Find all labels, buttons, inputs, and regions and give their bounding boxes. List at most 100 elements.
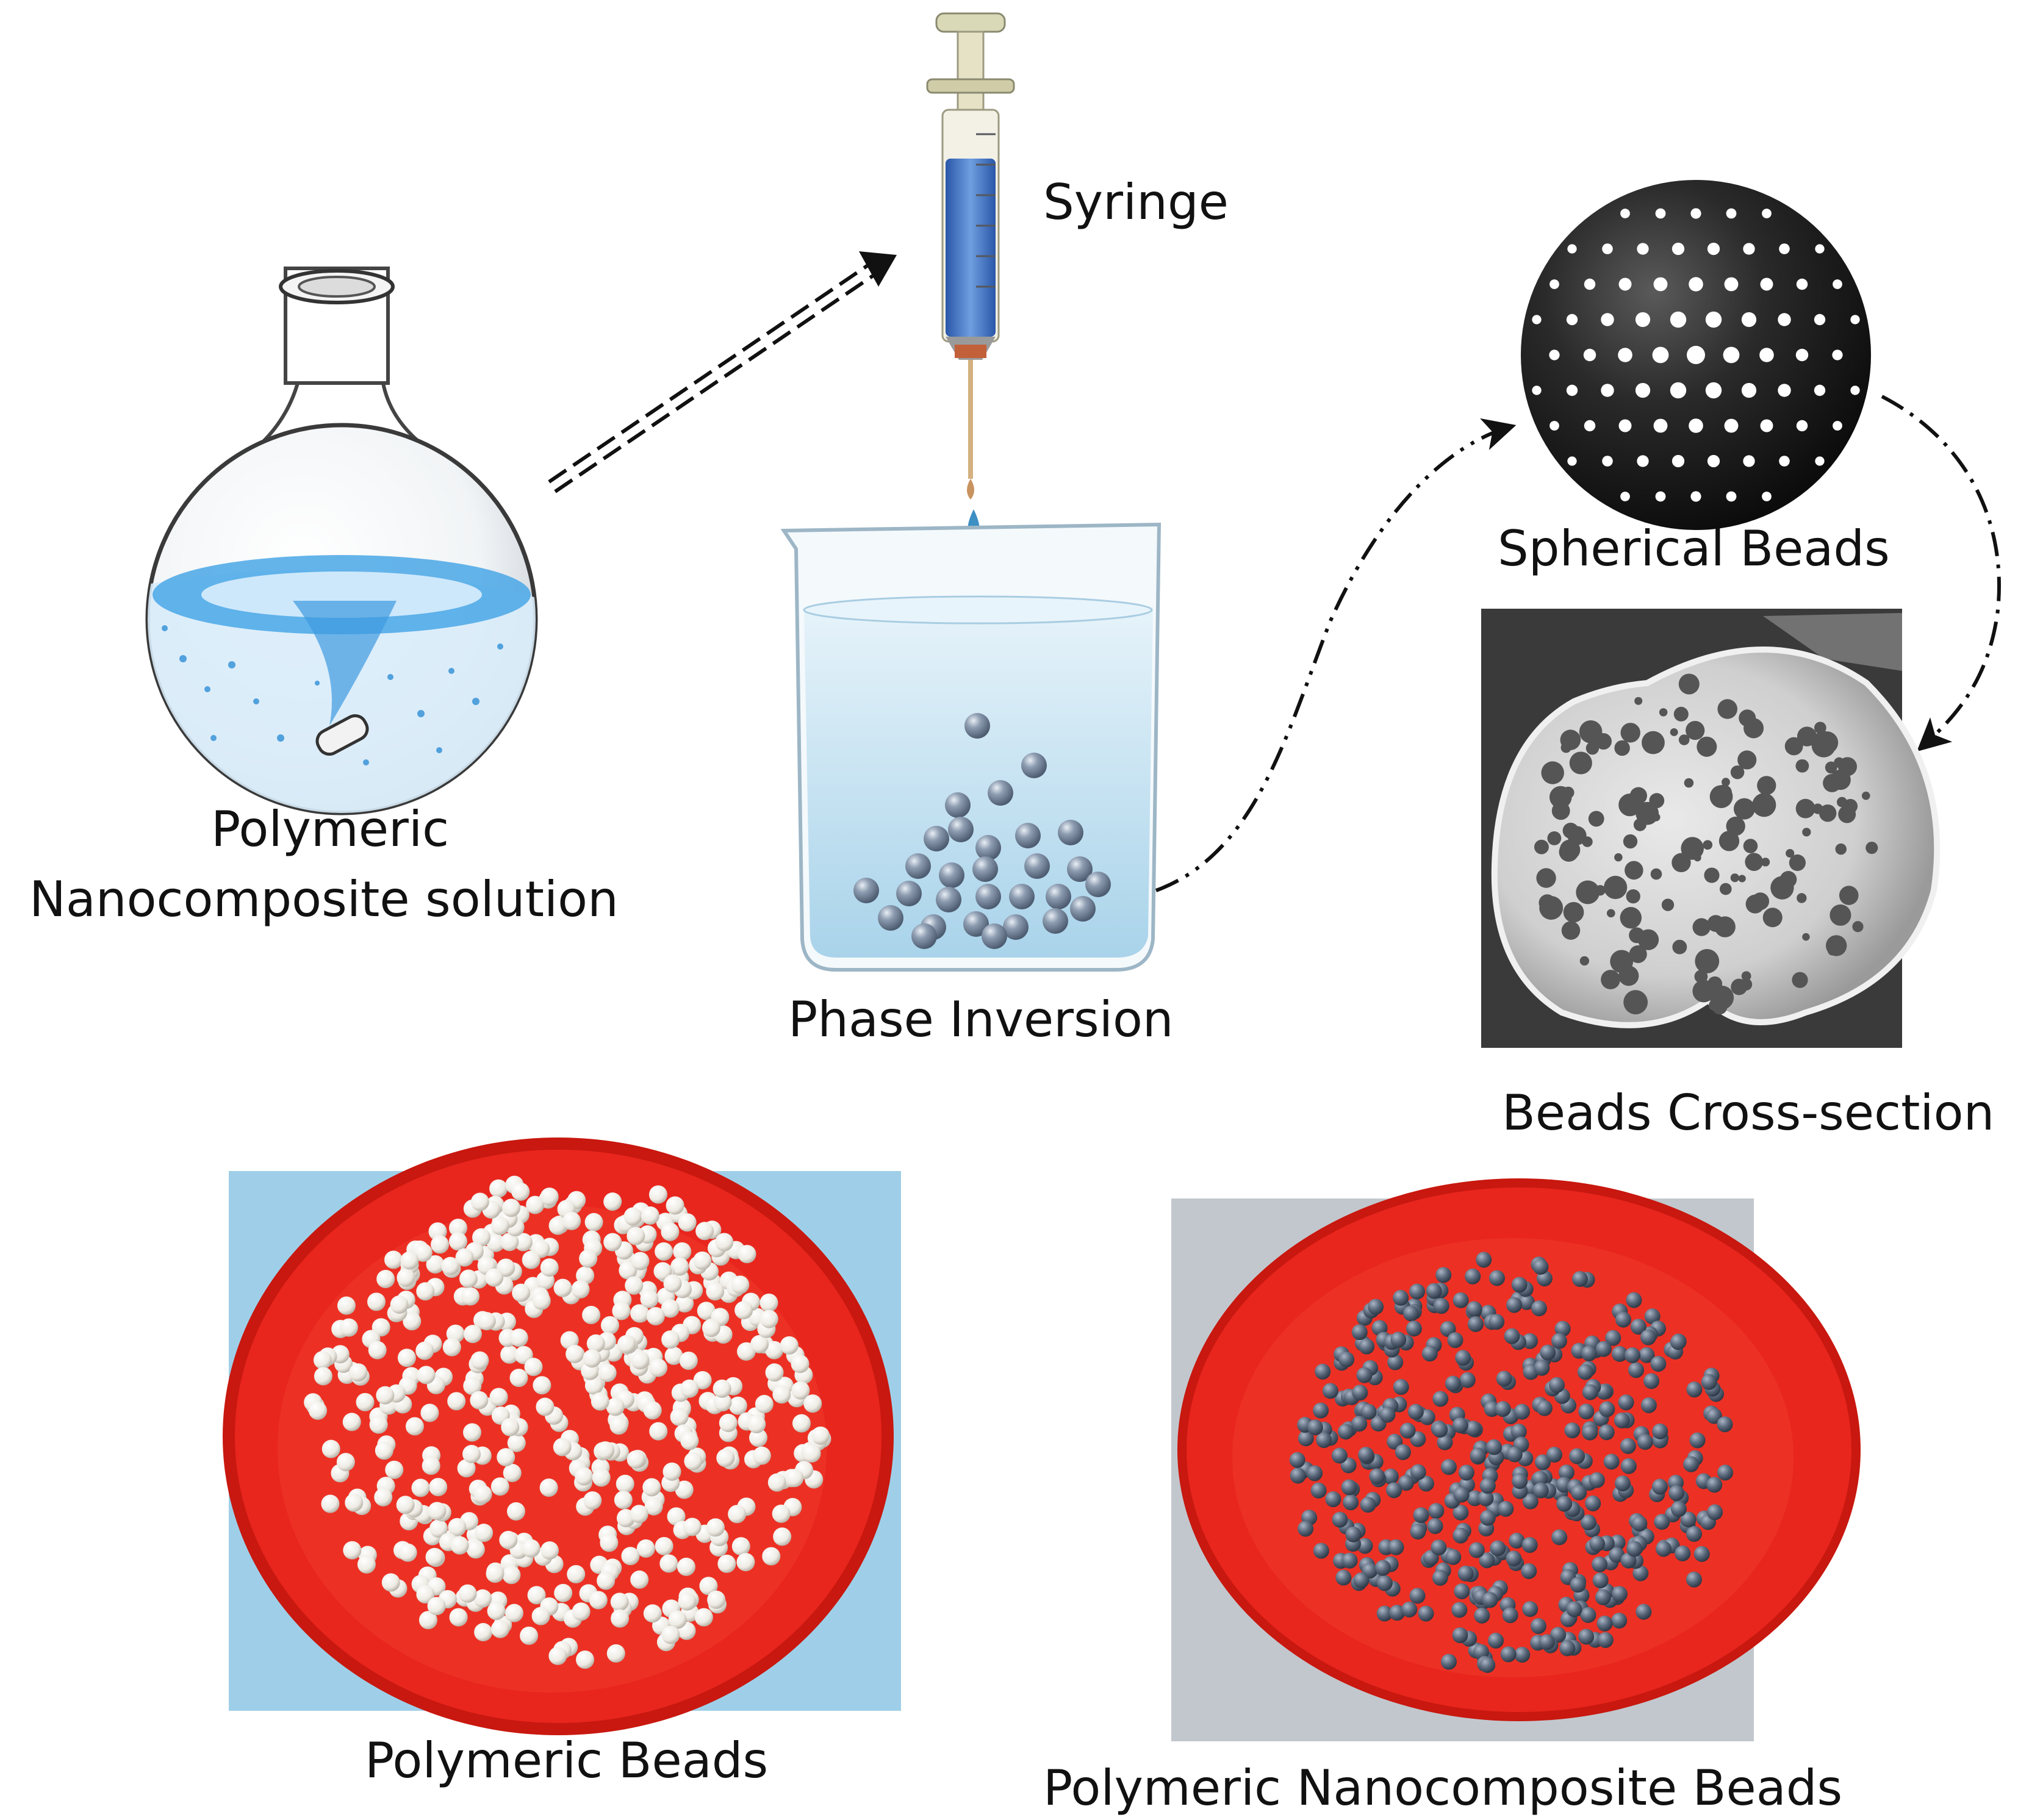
bead bbox=[1313, 1542, 1329, 1559]
bead bbox=[611, 1609, 630, 1628]
bead bbox=[1670, 1334, 1687, 1350]
pore bbox=[1724, 418, 1739, 433]
bead bbox=[713, 1379, 731, 1398]
pore bbox=[1834, 757, 1845, 768]
pore bbox=[1740, 978, 1753, 991]
bead bbox=[621, 1547, 640, 1566]
label-flask-line1: Polymeric bbox=[211, 801, 450, 858]
pore bbox=[1629, 927, 1645, 944]
bead bbox=[1637, 1434, 1653, 1450]
bead bbox=[975, 884, 1001, 909]
pore bbox=[1672, 939, 1687, 955]
bead bbox=[1351, 1324, 1368, 1341]
bead bbox=[1406, 1320, 1422, 1337]
pore bbox=[1618, 348, 1632, 362]
bead bbox=[490, 1477, 509, 1496]
bead bbox=[398, 1543, 417, 1562]
bead bbox=[1409, 1283, 1425, 1300]
bead bbox=[759, 1309, 778, 1328]
bead bbox=[1479, 1552, 1495, 1569]
bead bbox=[1486, 1439, 1503, 1455]
bead bbox=[486, 1233, 505, 1252]
pore bbox=[1637, 455, 1649, 467]
bead bbox=[1656, 1541, 1672, 1557]
bead bbox=[680, 1379, 699, 1398]
bead bbox=[731, 1537, 750, 1556]
bead bbox=[509, 1328, 528, 1347]
bead bbox=[1484, 1401, 1500, 1417]
bead bbox=[422, 1456, 440, 1475]
bead bbox=[477, 1312, 496, 1331]
pore bbox=[1670, 728, 1678, 736]
bead bbox=[728, 1396, 747, 1415]
bead bbox=[627, 1227, 645, 1245]
bead bbox=[431, 1235, 450, 1254]
bead bbox=[803, 1394, 822, 1413]
bead bbox=[1421, 1345, 1438, 1362]
bead bbox=[1332, 1511, 1348, 1528]
pore bbox=[1779, 456, 1790, 467]
bead bbox=[1470, 1447, 1486, 1464]
label-nanocomposite-beads: Polymeric Nanocomposite Beads bbox=[1043, 1760, 1843, 1816]
bead bbox=[368, 1341, 387, 1360]
pore bbox=[1865, 842, 1878, 854]
bead bbox=[473, 1485, 492, 1504]
pore bbox=[1637, 243, 1649, 255]
bead bbox=[532, 1291, 551, 1310]
bead bbox=[342, 1413, 361, 1431]
arrow-flask-to-syringe bbox=[548, 251, 897, 493]
bead bbox=[571, 1280, 590, 1299]
bead bbox=[427, 1597, 446, 1616]
bead bbox=[1427, 1518, 1443, 1535]
bead bbox=[1615, 1311, 1631, 1328]
bead bbox=[572, 1602, 591, 1621]
bead bbox=[426, 1255, 445, 1274]
bead bbox=[1706, 1477, 1723, 1493]
bead bbox=[780, 1336, 799, 1355]
bead bbox=[1360, 1403, 1377, 1420]
bead bbox=[1437, 1434, 1453, 1450]
pore bbox=[1670, 311, 1687, 328]
pore bbox=[1695, 949, 1720, 973]
pore bbox=[1778, 384, 1791, 397]
bead bbox=[1551, 1529, 1568, 1546]
bead bbox=[1440, 1653, 1457, 1670]
bead bbox=[762, 1547, 781, 1566]
pore bbox=[1602, 456, 1613, 467]
bead bbox=[752, 1446, 771, 1465]
pore bbox=[1815, 244, 1825, 254]
pore bbox=[1739, 801, 1752, 814]
pore bbox=[1717, 699, 1737, 719]
bead bbox=[1468, 1542, 1485, 1558]
bead bbox=[503, 1464, 522, 1483]
bead bbox=[1495, 1401, 1511, 1417]
bead bbox=[1428, 1503, 1445, 1519]
round-bottom-flask bbox=[145, 267, 538, 815]
bead bbox=[1611, 1586, 1628, 1602]
pore bbox=[1678, 734, 1690, 745]
bead bbox=[905, 853, 931, 879]
bead bbox=[1401, 1601, 1418, 1618]
bead bbox=[584, 1213, 603, 1231]
bead bbox=[1453, 1486, 1470, 1503]
bead bbox=[504, 1603, 523, 1622]
bead bbox=[1488, 1632, 1504, 1649]
bead bbox=[1569, 1448, 1585, 1464]
bead bbox=[1341, 1552, 1358, 1569]
bead bbox=[429, 1478, 448, 1497]
pore bbox=[1795, 759, 1809, 773]
bead bbox=[1466, 1301, 1482, 1317]
pore bbox=[1705, 311, 1722, 328]
bead bbox=[489, 1179, 508, 1198]
bead bbox=[500, 1345, 519, 1364]
bead bbox=[1500, 1646, 1517, 1663]
pore bbox=[1576, 880, 1600, 905]
bead bbox=[336, 1453, 355, 1472]
bead bbox=[1360, 1497, 1376, 1513]
pore bbox=[1549, 279, 1559, 289]
bead bbox=[1410, 1464, 1426, 1480]
pore bbox=[1690, 491, 1701, 502]
bead bbox=[396, 1496, 415, 1514]
pore bbox=[1584, 278, 1596, 290]
